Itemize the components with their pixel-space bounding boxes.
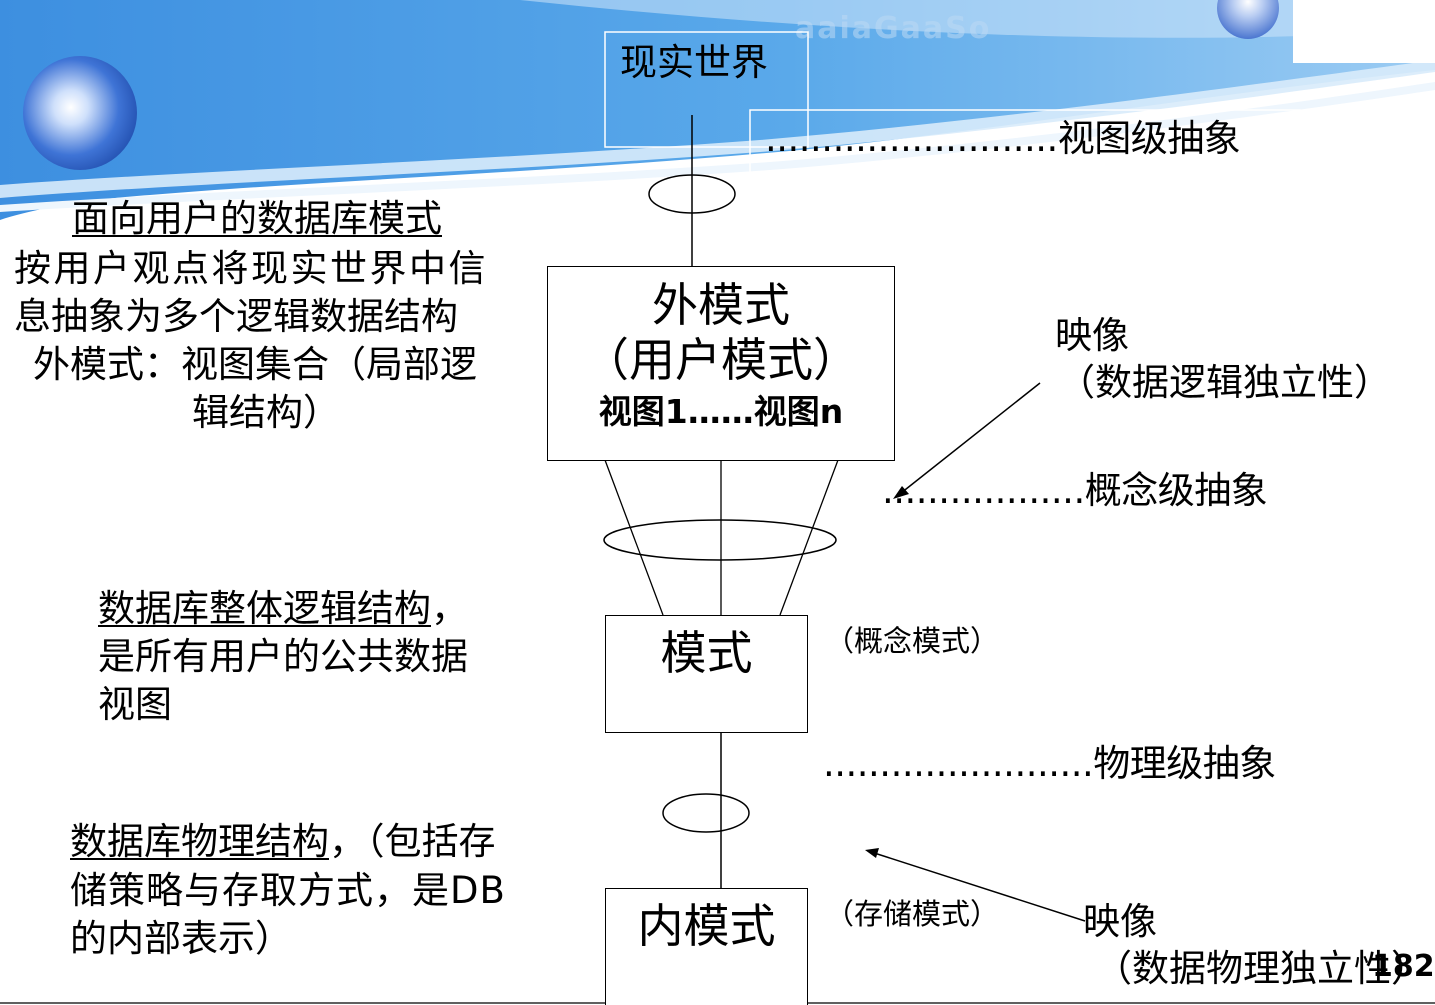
schema-note-title-row: 数据库整体逻辑结构， xyxy=(98,590,468,630)
internal-schema-note: （存储模式） xyxy=(825,897,1000,931)
conceptual-schema-note: （概念模式） xyxy=(825,624,1000,658)
mapping2-arrow xyxy=(867,850,1086,922)
mapping-ellipse-middle xyxy=(603,519,837,561)
page-number: 182 xyxy=(1372,949,1435,984)
external-schema-views: 视图1……视图n xyxy=(598,392,844,431)
internal-note-line2: 储策略与存取方式，是DB xyxy=(70,869,506,912)
external-note-line2: 息抽象为多个逻辑数据结构 xyxy=(14,295,458,338)
sphere-ornament-right xyxy=(1217,0,1279,39)
faint-logo-text: aaiaGaaSo xyxy=(795,11,992,46)
real-world-label: 现实世界 xyxy=(620,41,768,84)
sphere-ornament-left xyxy=(23,56,137,170)
corner-panel xyxy=(1293,0,1435,63)
internal-note-rest: ，（包括存 xyxy=(329,820,496,863)
mapping-ellipse-top xyxy=(648,174,736,214)
mapping2-label: 映像 xyxy=(1083,900,1157,943)
schema-note-comma: ， xyxy=(431,587,468,630)
internal-schema-label: 内模式 xyxy=(637,899,776,953)
schema-note-line3: 视图 xyxy=(98,683,172,726)
internal-schema-box: 内模式 xyxy=(605,888,808,1005)
schema-note-line2: 是所有用户的公共数据 xyxy=(98,635,468,678)
internal-note-line3: 的内部表示） xyxy=(70,917,292,960)
external-schema-title: 外模式 xyxy=(652,278,790,332)
external-schema-box: 外模式 （用户模式） 视图1……视图n xyxy=(547,266,895,461)
external-note-line4: 辑结构） xyxy=(192,391,340,434)
mapping-ellipse-bottom xyxy=(662,793,750,833)
mapping2-independence: （数据物理独立性） xyxy=(1095,947,1428,990)
external-schema-subtitle: （用户模式） xyxy=(583,333,859,387)
mapping1-arrow xyxy=(895,382,1041,498)
mapping1-label: 映像 xyxy=(1055,314,1129,357)
concept-level-abstraction: ..................概念级抽象 xyxy=(882,469,1268,512)
conceptual-schema-label: 模式 xyxy=(660,626,753,680)
schema-note-title: 数据库整体逻辑结构 xyxy=(98,587,431,630)
external-note-title: 面向用户的数据库模式 xyxy=(72,197,442,240)
external-note-line1: 按用户观点将现实世界中信 xyxy=(14,247,488,290)
external-note-line3: 外模式：视图集合（局部逻 xyxy=(33,343,477,386)
conceptual-schema-box: 模式 xyxy=(605,615,808,733)
internal-note-title-row: 数据库物理结构，（包括存 xyxy=(70,823,496,863)
internal-note-title: 数据库物理结构 xyxy=(70,820,329,863)
mapping1-independence: （数据逻辑独立性） xyxy=(1058,361,1391,404)
view-level-abstraction: ..........................视图级抽象 xyxy=(765,117,1241,160)
physical-level-abstraction: ........................物理级抽象 xyxy=(823,742,1276,785)
